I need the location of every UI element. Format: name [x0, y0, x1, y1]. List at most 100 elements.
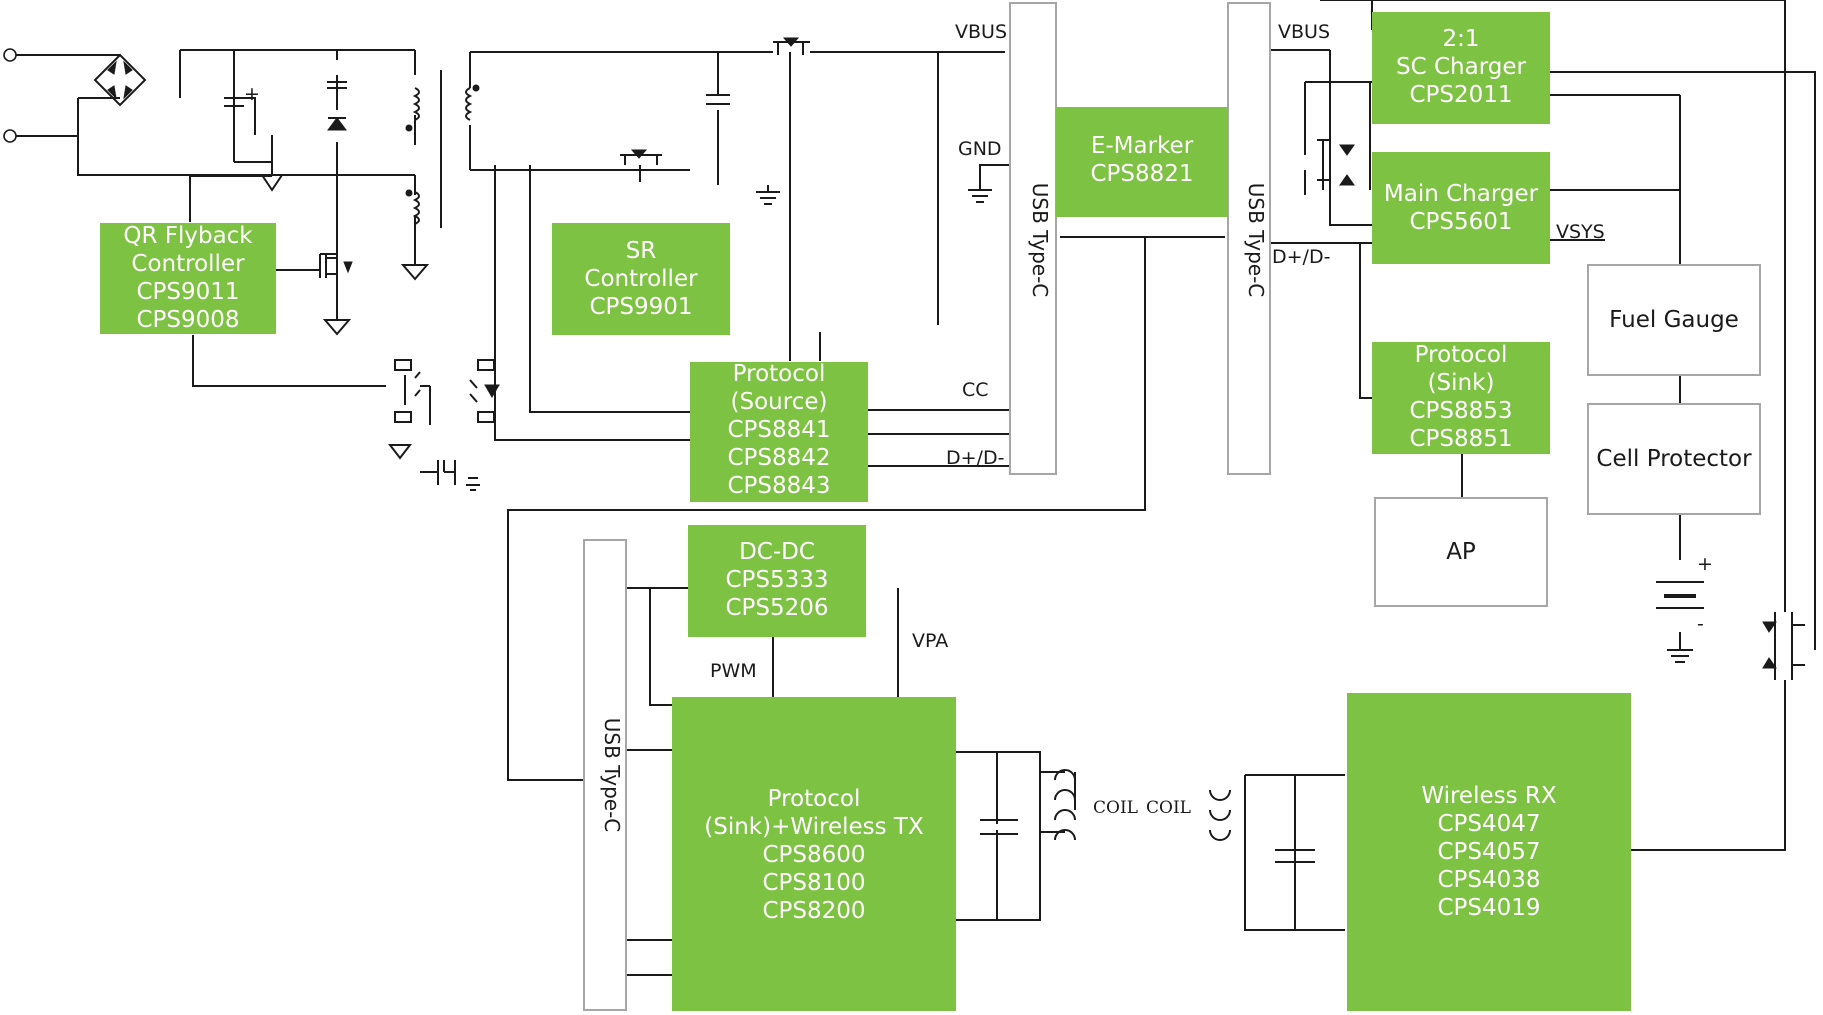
- ground-icon-2: [322, 319, 352, 336]
- wtx-line4: CPS8100: [762, 870, 865, 896]
- svg-text:+: +: [244, 83, 260, 105]
- sc-line2: SC Charger: [1396, 54, 1527, 80]
- ac-terminal-l: [3, 48, 17, 62]
- sr-line1: SR: [626, 238, 657, 264]
- cell-protector-label: Cell Protector: [1596, 446, 1752, 472]
- emarker-line1: E-Marker: [1091, 133, 1194, 159]
- vsys-label: VSYS: [1556, 221, 1605, 243]
- wrx-line2: CPS4047: [1437, 811, 1540, 837]
- gnd-label: GND: [958, 138, 1002, 160]
- mc-line1: Main Charger: [1384, 181, 1539, 207]
- vbus-switch-icon: [773, 37, 810, 70]
- sr-line3: CPS9901: [589, 294, 692, 320]
- dcdc-line2: CPS5333: [725, 567, 828, 593]
- rx-coil-icon: [1209, 789, 1231, 841]
- snubber-diode-icon: [327, 117, 347, 131]
- emarker-line2: CPS8821: [1090, 161, 1193, 187]
- battery-minus-label: -: [1697, 613, 1704, 635]
- y-capacitor-icon: [420, 460, 480, 491]
- usb-right-label: USB Type-C: [1244, 183, 1268, 298]
- tx-resonant-capacitor-icon: [980, 819, 1018, 835]
- qr-flyback-line1: QR Flyback: [123, 223, 253, 249]
- vbus-left-label: VBUS: [955, 21, 1007, 43]
- battery-plus-label: +: [1697, 553, 1713, 575]
- bulk-capacitor-icon: +: [224, 83, 260, 107]
- tx-coil-icon: [1040, 769, 1076, 841]
- wrx-line5: CPS4019: [1437, 895, 1540, 921]
- wrx-line4: CPS4038: [1437, 867, 1540, 893]
- psrc-line3: CPS8841: [727, 417, 830, 443]
- usb-left-label: USB Type-C: [1028, 183, 1052, 298]
- mc-line2: CPS5601: [1409, 209, 1512, 235]
- wtx-line1: Protocol: [768, 786, 861, 812]
- fuel-gauge-label: Fuel Gauge: [1609, 307, 1739, 333]
- ground-icon-4: [387, 444, 413, 460]
- ground-icon-7: [1667, 632, 1693, 663]
- wrx-line3: CPS4057: [1437, 839, 1540, 865]
- dpdm-right-label: D+/D-: [1272, 246, 1330, 268]
- ground-icon-1: [260, 174, 284, 192]
- ground-icon-6: [968, 189, 992, 203]
- snubber-capacitor-icon: [327, 81, 347, 89]
- charger-mosfet-pair-icon: [1304, 139, 1355, 195]
- transformer-primary-icon: [405, 70, 442, 228]
- signal-labels: VBUS GND CC D+/D- VBUS D+/D- VSYS PWM VP…: [710, 21, 1713, 818]
- coil-rx-label: COIL: [1146, 798, 1191, 818]
- usb-type-c-bottom: USB Type-C: [583, 539, 627, 1011]
- dcdc-line1: DC-DC: [739, 539, 815, 565]
- block-fuel-gauge: Fuel Gauge: [1587, 264, 1761, 376]
- dpdm-left-label: D+/D-: [946, 447, 1004, 469]
- psink-line1: Protocol: [1415, 342, 1508, 368]
- dcdc-line3: CPS5206: [725, 595, 828, 621]
- psink-line4: CPS8851: [1409, 426, 1512, 452]
- protection-mosfet-icon: [1762, 612, 1805, 680]
- psrc-line1: Protocol: [733, 361, 826, 387]
- coil-tx-label: COIL: [1093, 798, 1138, 818]
- optocoupler-icon: [394, 359, 500, 423]
- wtx-line3: CPS8600: [762, 842, 865, 868]
- wtx-line2: (Sink)+Wireless TX: [704, 814, 924, 840]
- psrc-line2: (Source): [731, 389, 828, 415]
- psink-line3: CPS8853: [1409, 398, 1512, 424]
- bridge-rectifier-icon: [93, 53, 147, 107]
- vbus-right-label: VBUS: [1278, 21, 1330, 43]
- ap-label: AP: [1446, 539, 1476, 565]
- psrc-line5: CPS8843: [727, 473, 830, 499]
- usb-bottom-label: USB Type-C: [600, 718, 624, 833]
- ground-icon-5: [756, 185, 780, 205]
- wtx-line5: CPS8200: [762, 898, 865, 924]
- qr-flyback-line3: CPS9011: [136, 279, 239, 305]
- psink-line2: (Sink): [1428, 370, 1495, 396]
- battery-icon: [1656, 581, 1704, 609]
- usb-type-c-left: USB Type-C: [1009, 2, 1057, 475]
- block-ap: AP: [1374, 497, 1548, 607]
- sc-line3: CPS2011: [1409, 82, 1512, 108]
- primary-mosfet-icon: [276, 254, 353, 278]
- sr-line2: Controller: [584, 266, 698, 292]
- pwm-label: PWM: [710, 660, 757, 682]
- ac-terminal-n: [3, 129, 17, 143]
- schematic-symbols: +: [93, 37, 1805, 863]
- sc-line1: 2:1: [1442, 26, 1479, 52]
- vpa-label: VPA: [912, 630, 948, 652]
